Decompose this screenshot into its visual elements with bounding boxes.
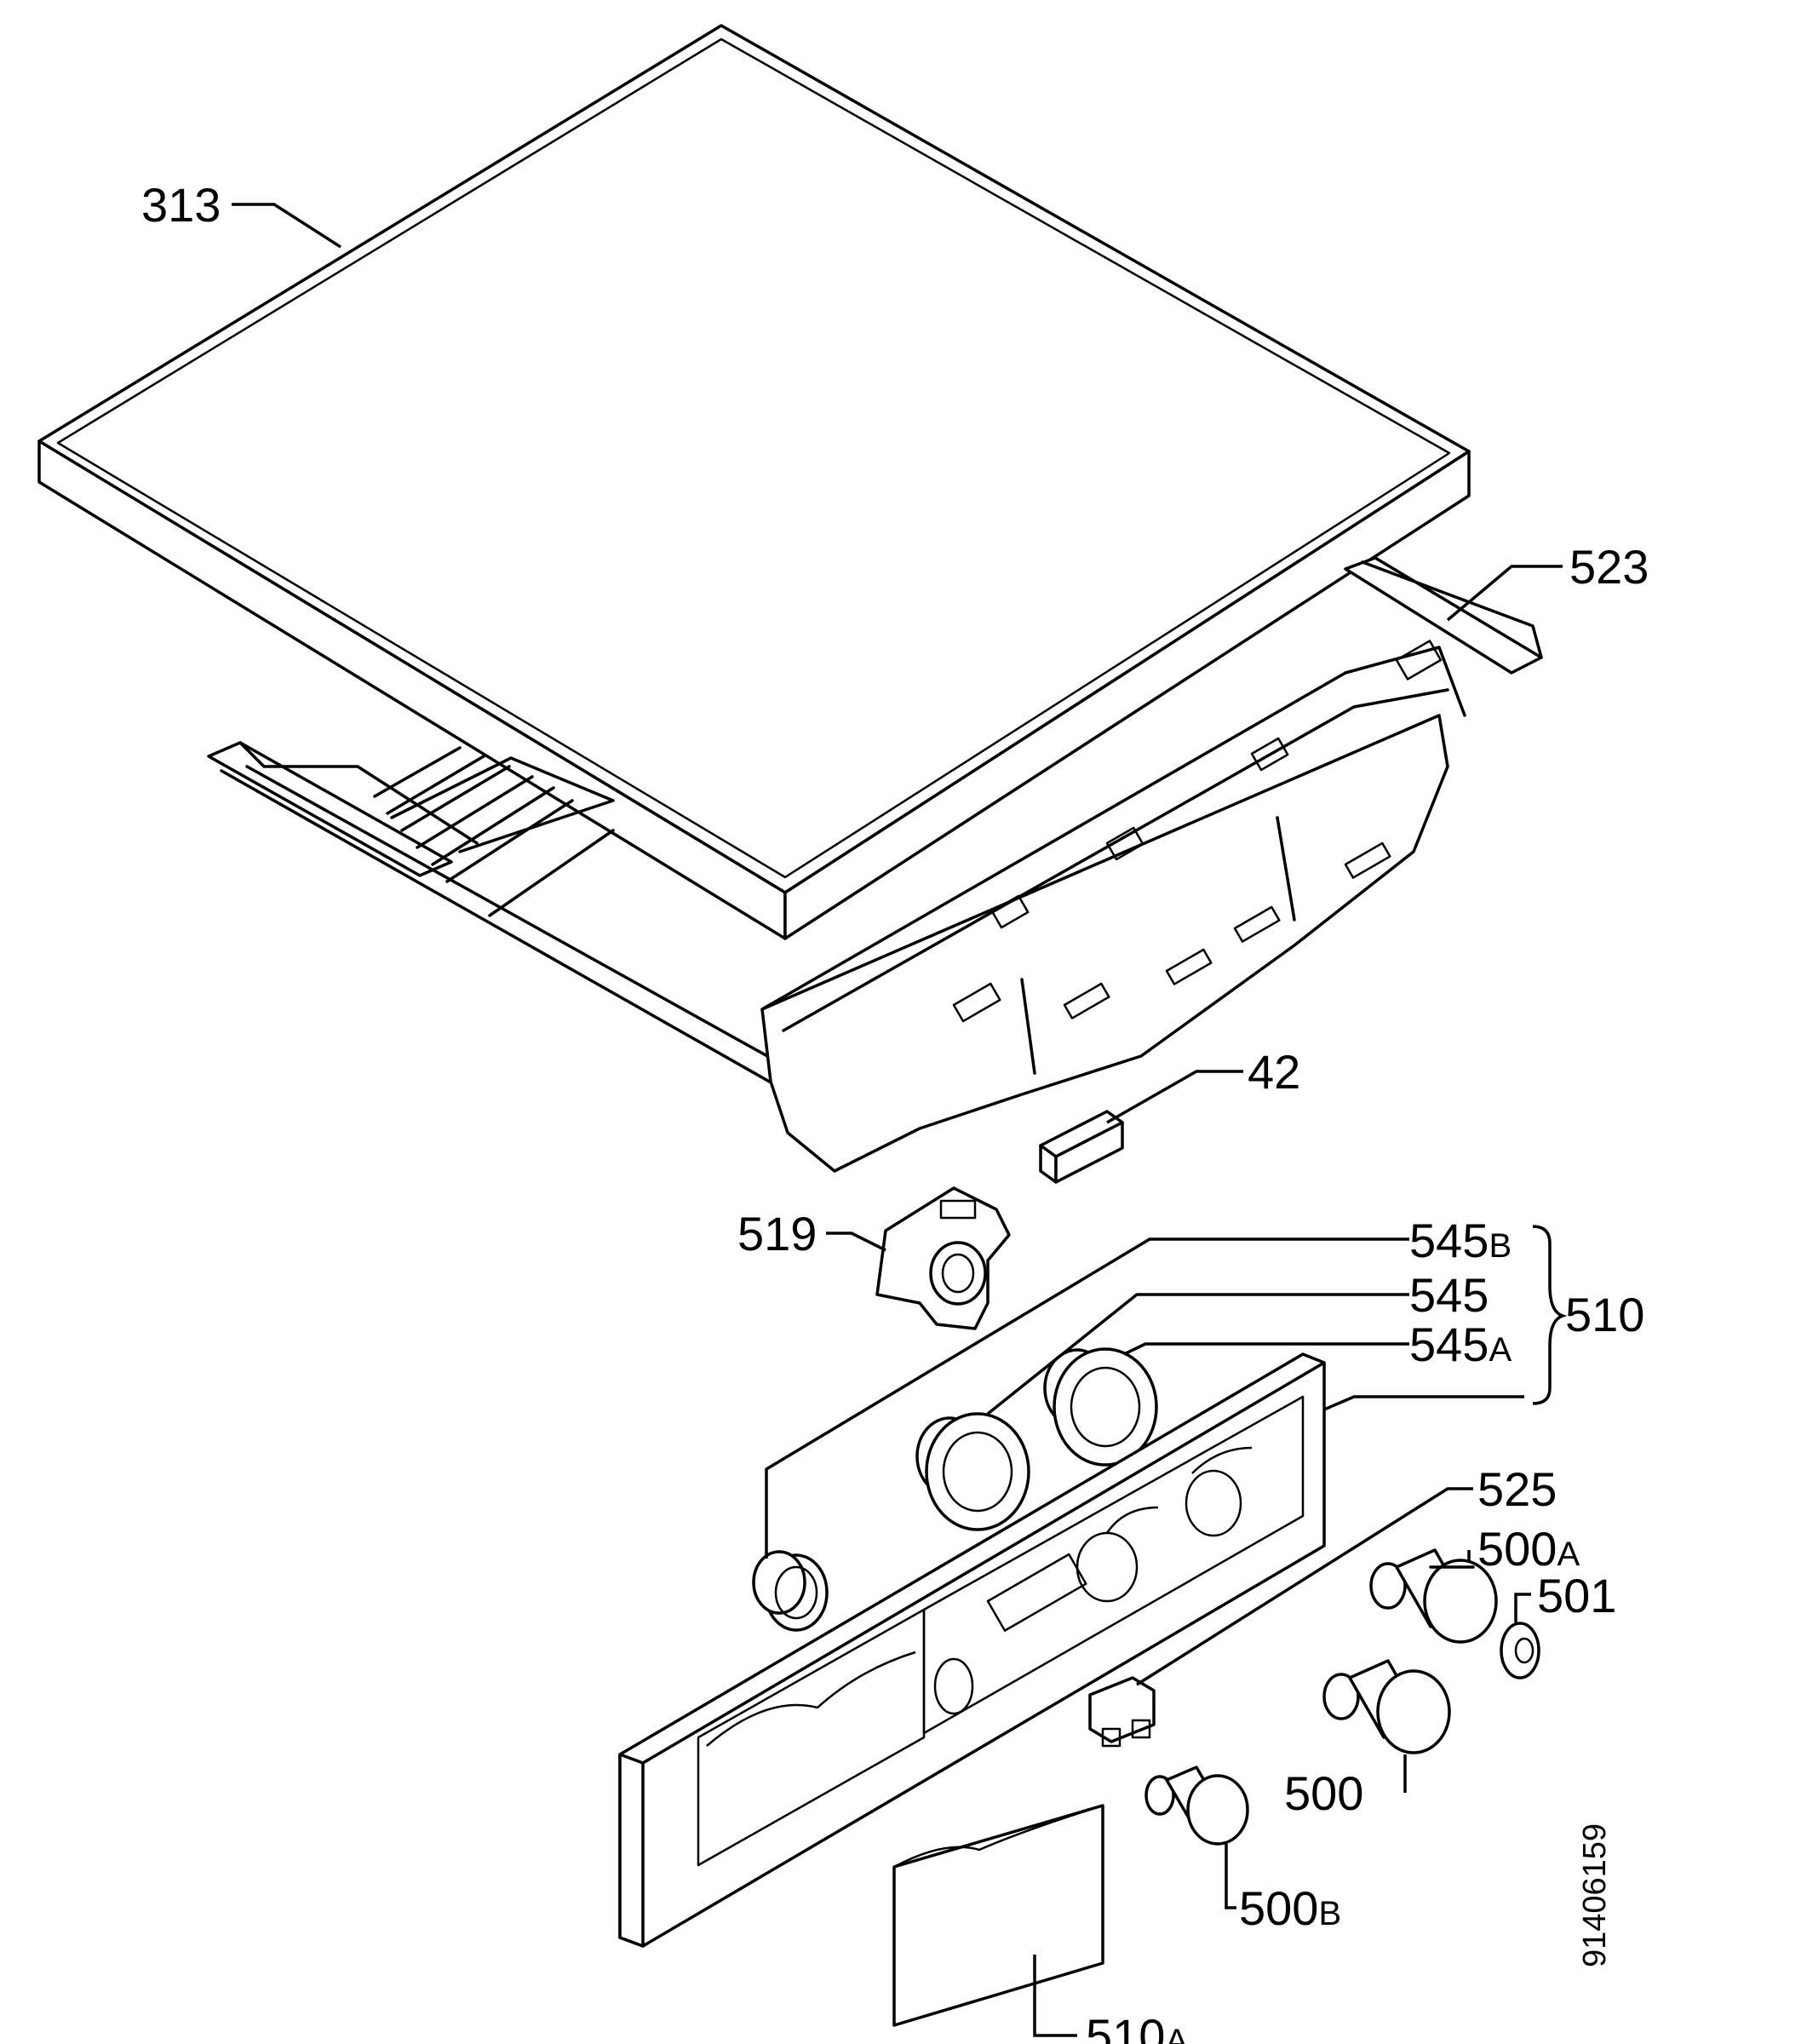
part-519-bracket <box>875 1186 1011 1330</box>
label-545a: 545A <box>1409 1318 1512 1371</box>
part-500a-knob <box>1369 1548 1498 1644</box>
label-510a: 510A <box>1086 2009 1188 2044</box>
top-cover-313 <box>37 24 1471 940</box>
document-number: 91406159 <box>1577 1823 1613 1967</box>
part-500b-knob <box>1144 1766 1249 1846</box>
control-frame-523 <box>207 556 1543 1173</box>
label-525: 525 <box>1477 1462 1557 1516</box>
frame-ventilation-slots <box>373 746 574 883</box>
label-510: 510 <box>1565 1288 1644 1341</box>
part-545-ring <box>915 1412 1030 1531</box>
label-501: 501 <box>1537 1569 1616 1622</box>
label-523: 523 <box>1569 540 1649 594</box>
label-313: 313 <box>141 178 221 232</box>
label-519: 519 <box>737 1207 817 1260</box>
part-510a-cover <box>892 1804 1104 2027</box>
part-42-switch <box>1039 1110 1124 1184</box>
part-501-washer <box>1500 1622 1540 1679</box>
label-545b: 545B <box>1409 1214 1512 1267</box>
frame-tabs <box>952 640 1443 1023</box>
control-panel-510 <box>618 1352 1326 1948</box>
part-545b-ring <box>752 1550 829 1632</box>
label-500b: 500B <box>1239 1881 1341 1935</box>
leader-lines <box>232 203 1563 2037</box>
part-545a-ring <box>1043 1347 1158 1467</box>
group-bracket-510 <box>1532 1225 1568 1405</box>
label-545: 545 <box>1409 1268 1489 1322</box>
label-42: 42 <box>1248 1045 1300 1099</box>
label-500: 500 <box>1284 1766 1363 1820</box>
label-500a: 500A <box>1477 1522 1580 1576</box>
part-525-connector <box>1088 1676 1156 1748</box>
part-500-knob <box>1322 1659 1451 1754</box>
